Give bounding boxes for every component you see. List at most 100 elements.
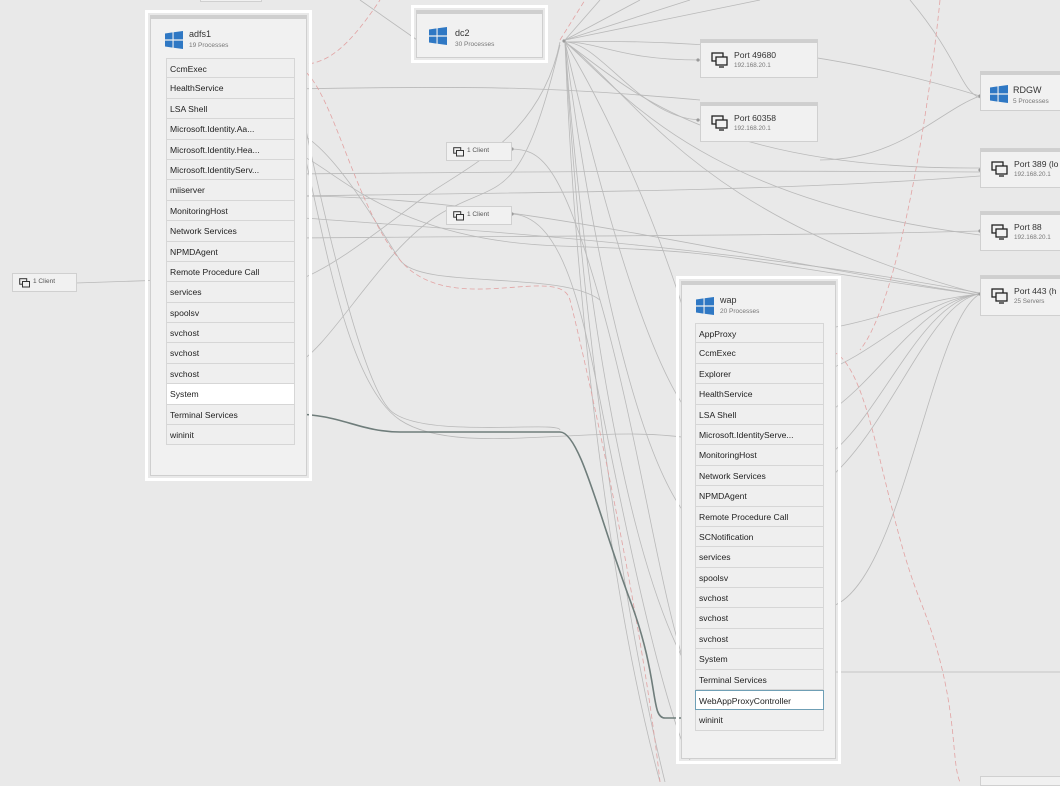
- monitor-stack-icon: [453, 211, 464, 221]
- process-item[interactable]: wininit: [695, 710, 824, 731]
- machine-name: dc2: [455, 28, 470, 38]
- process-count: 19 Processes: [189, 42, 229, 49]
- port-address: 192.168.20.1: [734, 62, 771, 69]
- node-top-bar: [417, 11, 542, 14]
- process-item[interactable]: HealthService: [695, 384, 824, 405]
- process-item[interactable]: svchost: [695, 628, 824, 650]
- machine-dc2[interactable]: dc2 30 Processes: [411, 5, 548, 63]
- node-top-bar: [682, 282, 835, 285]
- process-item[interactable]: Network Services: [166, 221, 295, 242]
- client-count: 1 Client: [467, 147, 490, 154]
- process-item[interactable]: wininit: [166, 425, 295, 446]
- machine-header[interactable]: dc2 30 Processes: [417, 14, 542, 50]
- process-item[interactable]: spoolsv: [166, 302, 295, 324]
- port-name: Port 60358: [734, 113, 777, 123]
- machine-name: RDGW: [1013, 85, 1042, 95]
- process-count: 5 Processes: [1013, 98, 1049, 105]
- client-count: 1 Client: [467, 211, 490, 218]
- client-group-node[interactable]: 1 Client: [12, 273, 77, 292]
- process-list: AppProxy CcmExec Explorer HealthService …: [695, 323, 824, 731]
- monitor-stack-icon: [991, 224, 1008, 240]
- process-item[interactable]: NPMDAgent: [166, 241, 295, 262]
- monitor-stack-icon: [991, 288, 1008, 304]
- process-count: 30 Processes: [455, 41, 495, 48]
- port-address: 192.168.20.1: [734, 125, 771, 132]
- process-item[interactable]: Microsoft.IdentityServe...: [695, 424, 824, 446]
- monitor-stack-icon: [711, 115, 728, 131]
- process-item[interactable]: CcmExec: [166, 58, 295, 79]
- node-top-bar: [981, 72, 1060, 75]
- process-item[interactable]: svchost: [166, 323, 295, 344]
- process-item[interactable]: System: [695, 649, 824, 670]
- port-node[interactable]: Port 60358 192.168.20.1: [700, 102, 818, 142]
- machine-wap[interactable]: wap 20 Processes AppProxy CcmExec Explor…: [676, 276, 841, 764]
- port-address: 25 Servers: [1014, 298, 1045, 305]
- client-group-node[interactable]: 1 Client: [446, 206, 512, 225]
- monitor-stack-icon: [991, 161, 1008, 177]
- process-item[interactable]: LSA Shell: [166, 98, 295, 120]
- client-count: 1 Client: [33, 278, 56, 285]
- node-top-bar: [701, 40, 817, 43]
- process-item[interactable]: AppProxy: [695, 323, 824, 344]
- client-group-node[interactable]: 1 Client: [446, 142, 512, 161]
- process-item-selected[interactable]: WebAppProxyController: [695, 690, 824, 711]
- process-item[interactable]: Microsoft.Identity.Hea...: [166, 139, 295, 160]
- process-item[interactable]: MonitoringHost: [695, 445, 824, 466]
- process-count: 20 Processes: [720, 308, 760, 315]
- process-item[interactable]: services: [695, 547, 824, 568]
- process-item[interactable]: svchost: [695, 588, 824, 609]
- process-item[interactable]: NPMDAgent: [695, 486, 824, 507]
- process-item[interactable]: svchost: [166, 363, 295, 385]
- port-node[interactable]: Port 88 192.168.20.1: [980, 211, 1060, 251]
- process-item[interactable]: MonitoringHost: [166, 200, 295, 222]
- process-list: CcmExec HealthService LSA Shell Microsof…: [166, 58, 295, 446]
- port-name: Port 88: [1014, 222, 1042, 232]
- process-item[interactable]: LSA Shell: [695, 404, 824, 425]
- windows-logo-icon: [165, 31, 183, 49]
- machine-header[interactable]: RDGW 5 Processes: [981, 75, 1060, 111]
- machine-rdgw[interactable]: RDGW 5 Processes: [980, 71, 1060, 111]
- windows-logo-icon: [696, 297, 714, 315]
- process-item[interactable]: Microsoft.IdentityServ...: [166, 159, 295, 181]
- port-address: 192.168.20.1: [1014, 171, 1051, 178]
- port-node[interactable]: Port 49680 192.168.20.1: [700, 39, 818, 78]
- machine-adfs1[interactable]: adfs1 19 Processes CcmExec HealthService…: [145, 10, 312, 481]
- process-item[interactable]: miiserver: [166, 180, 295, 201]
- process-item[interactable]: Remote Procedure Call: [695, 506, 824, 527]
- process-item-selected[interactable]: System: [166, 384, 295, 405]
- offscreen-node[interactable]: [980, 776, 1060, 786]
- offscreen-node[interactable]: [200, 0, 262, 2]
- process-item[interactable]: svchost: [695, 608, 824, 629]
- monitor-stack-icon: [453, 147, 464, 157]
- process-item[interactable]: Remote Procedure Call: [166, 261, 295, 283]
- machine-header[interactable]: adfs1 19 Processes: [151, 19, 306, 55]
- process-item[interactable]: Explorer: [695, 363, 824, 385]
- port-name: Port 49680: [734, 50, 777, 60]
- process-item[interactable]: Microsoft.Identity.Aa...: [166, 119, 295, 140]
- port-address: 192.168.20.1: [1014, 234, 1051, 241]
- machine-header[interactable]: wap 20 Processes: [682, 285, 835, 321]
- node-top-bar: [151, 16, 306, 19]
- process-item[interactable]: spoolsv: [695, 567, 824, 589]
- windows-logo-icon: [990, 85, 1008, 103]
- process-item[interactable]: HealthService: [166, 78, 295, 99]
- monitor-stack-icon: [19, 278, 30, 288]
- process-item[interactable]: CcmExec: [695, 343, 824, 364]
- machine-name: adfs1: [189, 29, 212, 39]
- process-item[interactable]: services: [166, 282, 295, 303]
- process-item[interactable]: Terminal Services: [695, 669, 824, 691]
- process-item[interactable]: SCNotification: [695, 526, 824, 548]
- port-node[interactable]: Port 389 (lo 192.168.20.1: [980, 148, 1060, 188]
- port-node[interactable]: Port 443 (h 25 Servers: [980, 275, 1060, 316]
- node-top-bar: [981, 212, 1060, 215]
- process-item[interactable]: Terminal Services: [166, 404, 295, 426]
- node-top-bar: [981, 149, 1060, 152]
- port-name: Port 389 (lo: [1014, 159, 1059, 169]
- monitor-stack-icon: [711, 52, 728, 68]
- process-item[interactable]: svchost: [166, 343, 295, 364]
- node-top-bar: [981, 276, 1060, 279]
- node-top-bar: [701, 103, 817, 106]
- process-item[interactable]: Network Services: [695, 465, 824, 487]
- machine-name: wap: [720, 295, 737, 305]
